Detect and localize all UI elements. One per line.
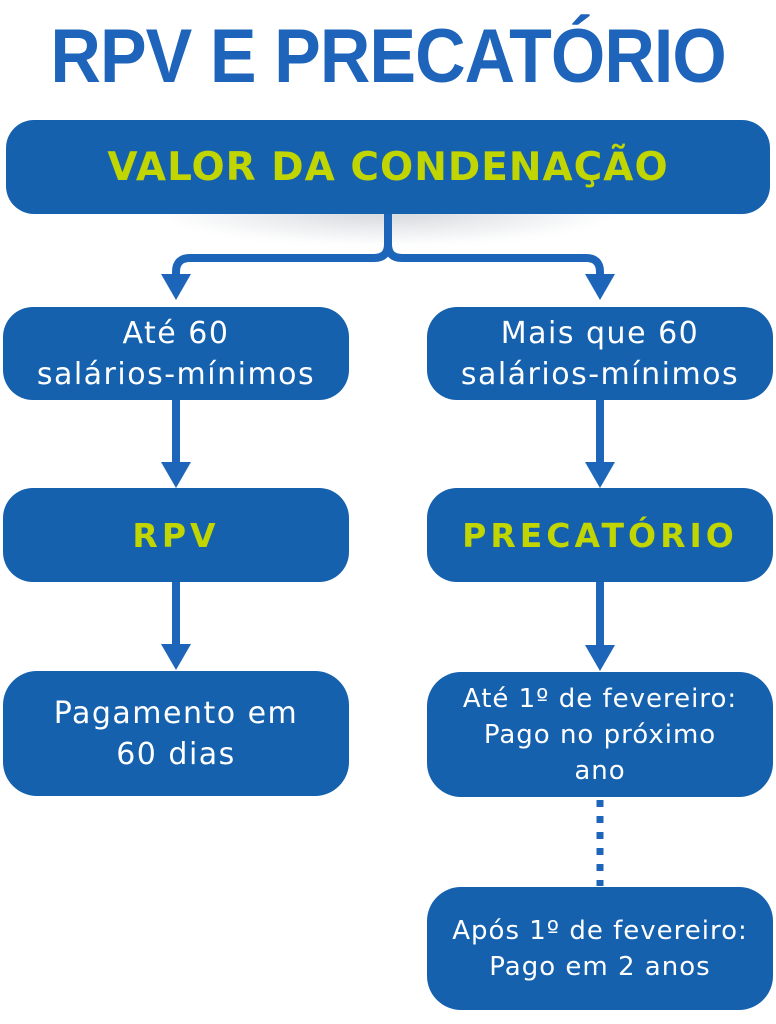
node-outcome-apos-fevereiro: Após 1º de fevereiro: Pago em 2 anos <box>427 887 773 1010</box>
arrow-right-condition-to-precatorio <box>585 396 615 488</box>
node-outcome-rpv-pagamento: Pagamento em 60 dias <box>3 671 349 796</box>
node-label-line: Até 60 <box>122 315 230 351</box>
node-label-line: Pago em 2 anos <box>489 951 711 982</box>
arrowhead-icon <box>161 274 191 300</box>
node-label-line: Após 1º de fevereiro: <box>452 915 748 946</box>
arrowhead-icon <box>585 462 615 488</box>
node-condition-mais-60: Mais que 60 salários-mínimos <box>427 307 773 400</box>
node-label-line: salários-mínimos <box>460 356 740 392</box>
arrowhead-icon <box>585 274 615 300</box>
arrowhead-icon <box>161 462 191 488</box>
arrow-rpv-to-outcome <box>161 578 191 670</box>
arrowhead-icon <box>161 644 191 670</box>
arrow-precatorio-to-outcome <box>585 578 615 671</box>
arrow-left-condition-to-rpv <box>161 396 191 488</box>
page-title: RPV E PRECATÓRIO <box>50 13 726 99</box>
page-title-wrap: RPV E PRECATÓRIO <box>0 4 776 108</box>
branch-connector-right <box>384 240 615 300</box>
node-label-line: Pago no próximo <box>483 719 717 750</box>
node-valor-condenacao: VALOR DA CONDENAÇÃO <box>6 120 770 214</box>
node-precatorio: PRECATÓRIO <box>427 488 773 582</box>
node-label: RPV <box>132 515 220 555</box>
node-label-line: 60 dias <box>116 736 236 772</box>
node-label-line: salários-mínimos <box>36 356 316 392</box>
node-label-line: Mais que 60 <box>500 315 700 351</box>
node-label: PRECATÓRIO <box>462 515 738 555</box>
node-label-line: Pagamento em <box>53 695 299 731</box>
node-label-line: ano <box>574 755 626 786</box>
arrowhead-icon <box>585 645 615 671</box>
branch-connector-left <box>161 208 392 300</box>
node-condition-ate-60: Até 60 salários-mínimos <box>3 307 349 400</box>
node-rpv: RPV <box>3 488 349 582</box>
node-label-line: Até 1º de fevereiro: <box>462 683 738 714</box>
node-label: VALOR DA CONDENAÇÃO <box>107 144 669 190</box>
node-outcome-ate-fevereiro: Até 1º de fevereiro: Pago no próximo ano <box>427 672 773 797</box>
